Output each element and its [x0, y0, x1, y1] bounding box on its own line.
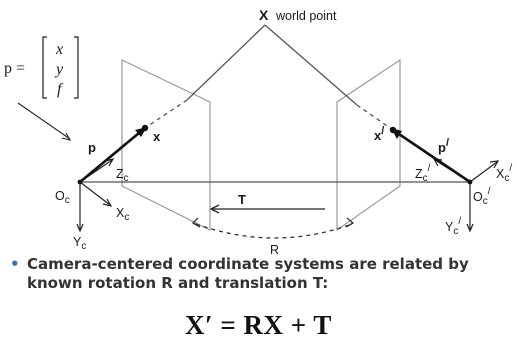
right-p-vector — [392, 128, 471, 184]
right-image-point — [389, 126, 397, 134]
right-x-arrowhead — [489, 160, 500, 169]
right-y-arrowhead — [466, 223, 474, 233]
left-image-plane — [121, 59, 211, 231]
left-y-main: Y — [73, 235, 82, 249]
right-z-label: Zc/ — [415, 163, 431, 184]
right-point-prime: / — [381, 125, 384, 137]
right-origin-sub: c — [483, 196, 488, 207]
p-vector-entry-x: x — [55, 41, 63, 58]
transformation-equation: X′ = RX + T — [185, 310, 332, 340]
rotation-label: R — [270, 243, 279, 257]
left-image-point — [141, 124, 149, 132]
left-z-sub: c — [124, 173, 129, 184]
right-point-label: x/ — [374, 125, 384, 143]
right-image-plane — [336, 58, 401, 232]
matrix-left-bracket — [42, 36, 47, 99]
p-vector-lhs: p = — [4, 60, 25, 77]
left-p-vector — [79, 127, 146, 183]
callout-arrow — [17, 102, 71, 140]
p-vector-entry-y: y — [54, 61, 64, 78]
bullet-item: • Camera-centered coordinate systems are… — [10, 255, 507, 293]
right-p-label: p/ — [438, 137, 449, 155]
left-y-arrowhead — [76, 223, 84, 233]
left-z-label: Zc — [116, 167, 129, 184]
left-origin-sub: c — [65, 195, 70, 206]
left-ray-solid — [186, 24, 266, 101]
right-p-prime: / — [446, 137, 449, 149]
left-y-label: Yc — [73, 235, 86, 252]
bullet-text: Camera-centered coordinate systems are r… — [27, 255, 469, 292]
right-z-sub: c — [423, 173, 428, 184]
right-x-sub: c — [504, 173, 509, 184]
right-origin-prime: / — [488, 186, 491, 197]
right-ray-dashed — [356, 104, 394, 131]
right-origin-label: Oc/ — [473, 186, 491, 207]
callout-arrowhead — [61, 132, 72, 141]
left-origin-label: Oc — [55, 189, 70, 206]
bullet-dot-icon: • — [10, 255, 20, 273]
left-camera-center — [77, 179, 83, 185]
right-origin-main: O — [473, 190, 483, 204]
left-point-label: x — [153, 129, 161, 144]
right-ray-solid — [264, 24, 358, 106]
left-x-label: Xc — [116, 206, 129, 223]
p-vector-entry-f: f — [57, 81, 64, 98]
right-x-prime: / — [509, 163, 512, 174]
right-y-sub: c — [453, 226, 458, 237]
left-z-main: Z — [116, 167, 124, 181]
rotation-arrowhead-left — [191, 217, 201, 228]
rotation-arrowhead-right — [345, 217, 355, 228]
right-x-label: Xc/ — [496, 163, 512, 184]
right-camera-center — [467, 179, 473, 185]
right-z-main: Z — [415, 167, 423, 181]
rotation-arc — [195, 223, 353, 239]
left-p-label: p — [88, 140, 96, 155]
left-x-main: X — [116, 206, 125, 220]
right-y-main: Y — [445, 220, 454, 234]
right-z-prime: / — [428, 163, 431, 174]
right-p-main: p — [438, 140, 446, 155]
right-x-axis — [469, 161, 498, 183]
left-x-axis — [79, 181, 111, 206]
left-ray-dashed — [144, 99, 188, 129]
left-x-arrowhead — [102, 198, 113, 207]
right-point-main: x — [374, 128, 382, 143]
right-y-prime: / — [458, 216, 461, 227]
translation-label: T — [238, 192, 246, 207]
left-origin-main: O — [55, 189, 65, 203]
translation-arrowhead — [209, 204, 220, 214]
world-point-symbol: X — [259, 7, 269, 23]
right-x-main: X — [496, 167, 505, 181]
left-y-sub: c — [81, 241, 86, 252]
left-x-sub: c — [124, 212, 129, 223]
matrix-right-bracket — [74, 36, 79, 99]
right-y-label: Yc/ — [445, 216, 461, 237]
world-point-label: world point — [275, 9, 337, 23]
